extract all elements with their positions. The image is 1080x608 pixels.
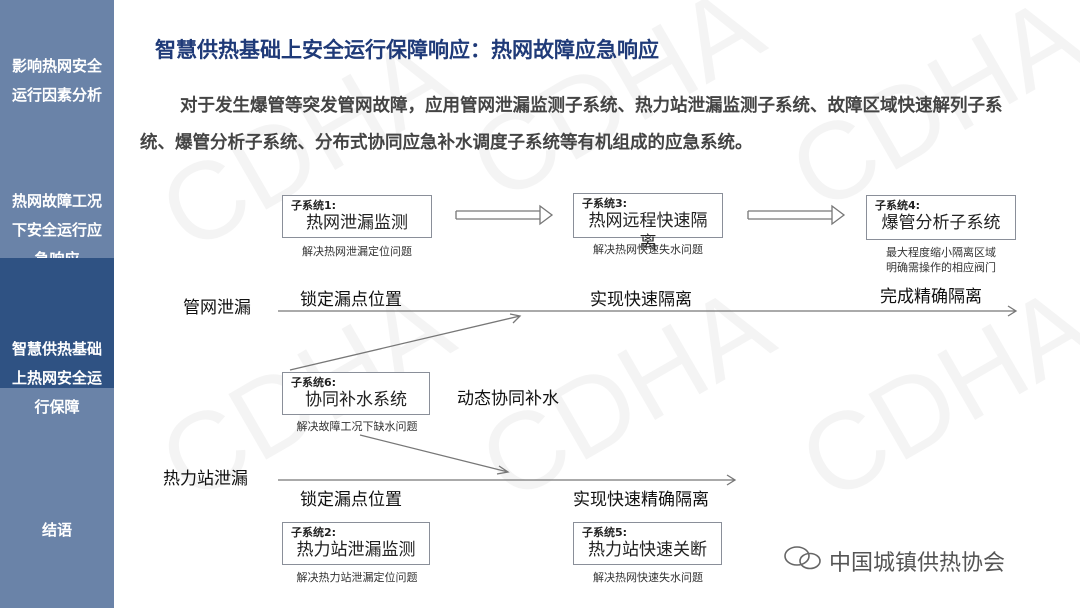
stage-label: 锁定漏点位置 — [300, 290, 402, 310]
subsystem-4-box: 子系统4:爆管分析子系统 — [866, 195, 1016, 240]
stage-label: 实现快速隔离 — [590, 290, 692, 310]
sidebar-item-smart-heating[interactable]: 智慧供热基础上热网安全运行保障 — [0, 258, 114, 416]
double-arrow-icon — [747, 204, 846, 226]
double-arrow-icon — [455, 204, 554, 226]
station-leak-label: 热力站泄漏 — [163, 469, 248, 489]
subsystem-2-caption: 解决热力站泄漏定位问题 — [296, 571, 418, 584]
subsystem-5-box: 子系统5:热力站快速关断 — [573, 522, 722, 565]
logo: 中国城镇供热协会 — [783, 545, 1005, 577]
wechat-icon — [783, 545, 823, 577]
subsystem-4-caption: 明确需操作的相应阀门 — [886, 261, 996, 274]
stage-label: 锁定漏点位置 — [300, 490, 402, 510]
stage-label: 实现快速精确隔离 — [573, 490, 709, 510]
sidebar-item-conclusion[interactable]: 结语 — [41, 521, 72, 539]
pipe-timeline-arrow — [278, 305, 1018, 317]
sidebar: 影响热网安全运行因素分析 热网故障工况下安全运行应急响应 智慧供热基础上热网安全… — [0, 0, 114, 608]
stage-label: 完成精确隔离 — [880, 287, 982, 307]
diagonal-arrow — [289, 313, 522, 371]
subsystem-3-caption: 解决热网快速失水问题 — [593, 243, 703, 256]
subsystem-3-box: 子系统3:热网远程快速隔离 — [573, 193, 723, 253]
subsystem-1-box: 子系统1:热网泄漏监测 — [282, 195, 432, 238]
logo-text: 中国城镇供热协会 — [829, 551, 1006, 576]
subsystem-5-caption: 解决热网快速失水问题 — [593, 571, 703, 584]
dynamic-water-label: 动态协同补水 — [457, 389, 559, 409]
diagonal-arrow — [359, 434, 510, 475]
sidebar-item-factors[interactable]: 影响热网安全运行因素分析 — [11, 57, 102, 104]
page-title: 智慧供热基础上安全运行保障响应：热网故障应急响应 — [155, 38, 659, 62]
subsystem-1-caption: 解决热网泄漏定位问题 — [302, 245, 412, 258]
intro-paragraph: 对于发生爆管等突发管网故障，应用管网泄漏监测子系统、热力站泄漏监测子系统、故障区… — [140, 96, 1003, 153]
sidebar-item-label: 智慧供热基础上热网安全运行保障 — [11, 340, 102, 416]
pipe-leak-label: 管网泄漏 — [183, 298, 251, 318]
subsystem-2-box: 子系统2:热力站泄漏监测 — [282, 522, 430, 565]
subsystem-4-caption: 最大程度缩小隔离区域 — [886, 246, 996, 259]
station-timeline-arrow — [278, 474, 737, 486]
subsystem-6-box: 子系统6:协同补水系统 — [282, 372, 430, 415]
subsystem-6-caption: 解决故障工况下缺水问题 — [296, 420, 418, 433]
